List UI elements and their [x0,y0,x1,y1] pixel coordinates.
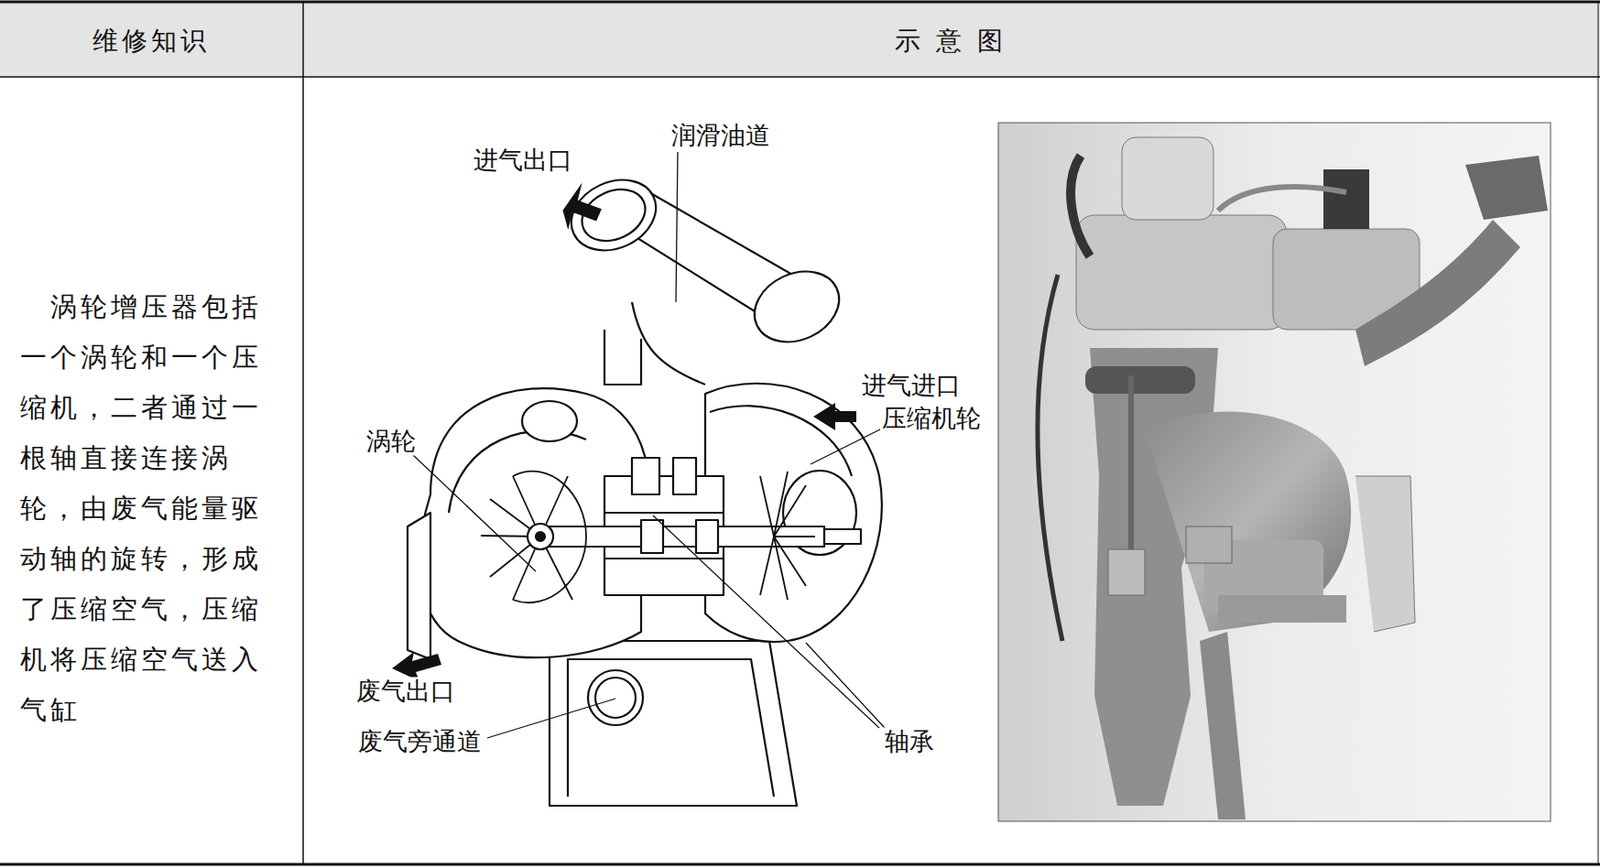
part-label: 涡轮 [364,426,418,456]
description-text: 涡轮增压器包括一个涡轮和一个压缩机，二者通过一根轴直接连接涡轮，由废气能量驱动轴… [20,282,277,736]
part-label: 进气出口 [471,145,575,175]
part-label: 轴承 [882,727,937,756]
turbocharger-photo [998,122,1551,822]
part-label: 进气进口 [859,370,963,400]
cutaway-drawing [391,166,882,806]
table-header: 维修知识 [92,26,210,56]
part-label: 废气旁通道 [356,727,484,756]
part-label: 润滑油道 [669,120,773,150]
table-header: 示 意 图 [894,26,1007,56]
leader-lines [412,152,893,739]
part-label: 压缩机轮 [880,403,983,433]
part-label: 废气出口 [354,676,458,706]
